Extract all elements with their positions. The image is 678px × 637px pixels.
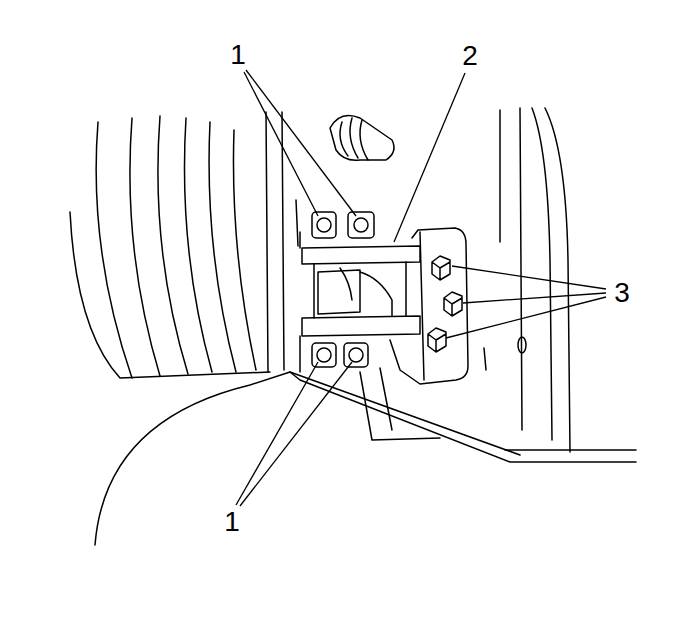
pillar-edge bbox=[266, 112, 268, 372]
door-hole bbox=[518, 337, 526, 353]
hex-nut bbox=[432, 256, 450, 280]
floor-curve bbox=[95, 372, 520, 545]
leader-line bbox=[244, 72, 318, 216]
door-edge bbox=[499, 110, 501, 242]
bolt bbox=[317, 218, 331, 232]
leader-line bbox=[240, 362, 352, 506]
leader-line bbox=[246, 70, 356, 216]
floor-curve bbox=[380, 368, 392, 430]
door-edge bbox=[532, 108, 552, 440]
fender-line bbox=[233, 130, 256, 370]
hinge-body bbox=[340, 268, 352, 300]
door-edge bbox=[484, 348, 486, 370]
pillar-edge bbox=[282, 112, 284, 370]
hose-rib bbox=[350, 118, 358, 158]
fender-line bbox=[70, 212, 270, 378]
hinge-flange bbox=[302, 316, 420, 336]
leader-line bbox=[463, 293, 606, 303]
door-edge bbox=[520, 108, 522, 430]
fender-line bbox=[209, 122, 236, 372]
hinge-body bbox=[299, 232, 301, 372]
hose-rib bbox=[340, 122, 348, 156]
fender-line bbox=[96, 122, 132, 378]
bolt bbox=[348, 212, 374, 238]
hose-rib bbox=[360, 120, 368, 160]
hinge-body bbox=[314, 262, 406, 318]
fender-line bbox=[184, 118, 212, 372]
hinge-body bbox=[360, 272, 392, 316]
leader-line bbox=[236, 362, 318, 505]
hex-nut bbox=[428, 328, 446, 352]
floor-curve bbox=[505, 449, 636, 451]
callout-number: 2 bbox=[462, 42, 478, 70]
leader-line bbox=[452, 266, 606, 289]
floor-curve bbox=[360, 372, 440, 440]
bolt bbox=[344, 343, 368, 367]
hex-nut bbox=[444, 292, 462, 316]
leader-line bbox=[446, 297, 606, 338]
bolt bbox=[349, 348, 363, 362]
callout-number: 1 bbox=[224, 508, 240, 536]
bolt bbox=[312, 212, 336, 238]
floor-curve bbox=[290, 372, 636, 462]
fender-line bbox=[158, 116, 188, 374]
callout-number: 1 bbox=[230, 41, 246, 69]
bolt bbox=[354, 218, 368, 232]
hose bbox=[330, 116, 394, 161]
hinge-body bbox=[318, 270, 360, 314]
leader-line bbox=[394, 73, 465, 242]
bolt bbox=[317, 348, 331, 362]
callout-number: 3 bbox=[614, 279, 630, 307]
hinge-flange bbox=[302, 246, 420, 264]
pillar-edge bbox=[296, 200, 298, 246]
fender-line bbox=[130, 118, 160, 376]
bolt bbox=[312, 343, 336, 367]
